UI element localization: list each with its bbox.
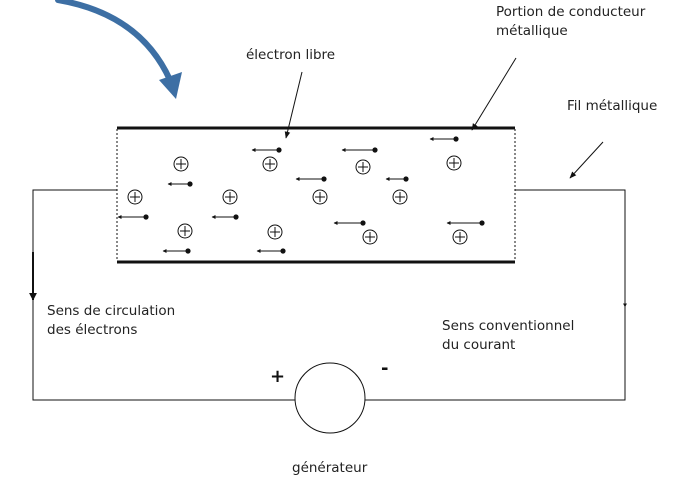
electron-icon <box>333 220 366 226</box>
conductor-label-line-2: métallique <box>496 23 568 39</box>
electron-icon <box>117 214 149 220</box>
electron-icon <box>251 147 282 153</box>
electron-flow-label-line-2: des électrons <box>47 322 138 338</box>
conventional-current-label-line-1: Sens conventionnel <box>442 318 575 334</box>
generator-icon <box>294 362 366 434</box>
plus-terminal-sign: + <box>270 366 286 387</box>
ion-icon <box>222 189 238 205</box>
electron-icon <box>429 136 459 142</box>
motion-arrow-icon <box>55 0 182 99</box>
fixed-ions <box>127 155 468 245</box>
electron-icon <box>162 248 191 254</box>
electron-icon <box>167 181 193 187</box>
ion-icon <box>355 159 371 175</box>
ion-icon <box>392 189 408 205</box>
ion-icon <box>127 189 143 205</box>
ion-icon <box>177 223 193 239</box>
electron-flow-label: Sens de circulation des électrons <box>47 302 175 340</box>
minus-terminal-sign: - <box>381 358 389 379</box>
ion-icon <box>312 189 328 205</box>
electron-icon <box>446 220 485 226</box>
ion-icon <box>173 156 189 172</box>
electron-icon <box>295 176 327 182</box>
electron-flow-label-line-1: Sens de circulation <box>47 303 176 319</box>
conventional-current-label: Sens conventionnel du courant <box>442 317 574 355</box>
ion-icon <box>262 156 278 172</box>
conductor-label: Portion de conducteur métallique <box>496 3 645 41</box>
free-electron-pointer <box>284 71 303 139</box>
electron-icon <box>341 147 378 153</box>
conductor-label-line-1: Portion de conducteur <box>496 4 646 20</box>
electron-icon <box>385 176 409 182</box>
conductor-pointer <box>471 57 517 131</box>
generator-label: générateur <box>292 460 368 476</box>
conventional-current-label-line-2: du courant <box>442 337 516 353</box>
ion-icon <box>362 229 378 245</box>
conductor-portion <box>116 126 516 264</box>
ion-icon <box>452 229 468 245</box>
free-electron-label: électron libre <box>246 47 336 63</box>
ion-icon <box>446 155 462 171</box>
wire-label: Fil métallique <box>567 98 658 114</box>
free-electrons <box>117 136 485 254</box>
ion-icon <box>267 224 283 240</box>
wire-pointer <box>569 141 604 179</box>
electron-icon <box>211 214 239 220</box>
electron-icon <box>256 248 286 254</box>
